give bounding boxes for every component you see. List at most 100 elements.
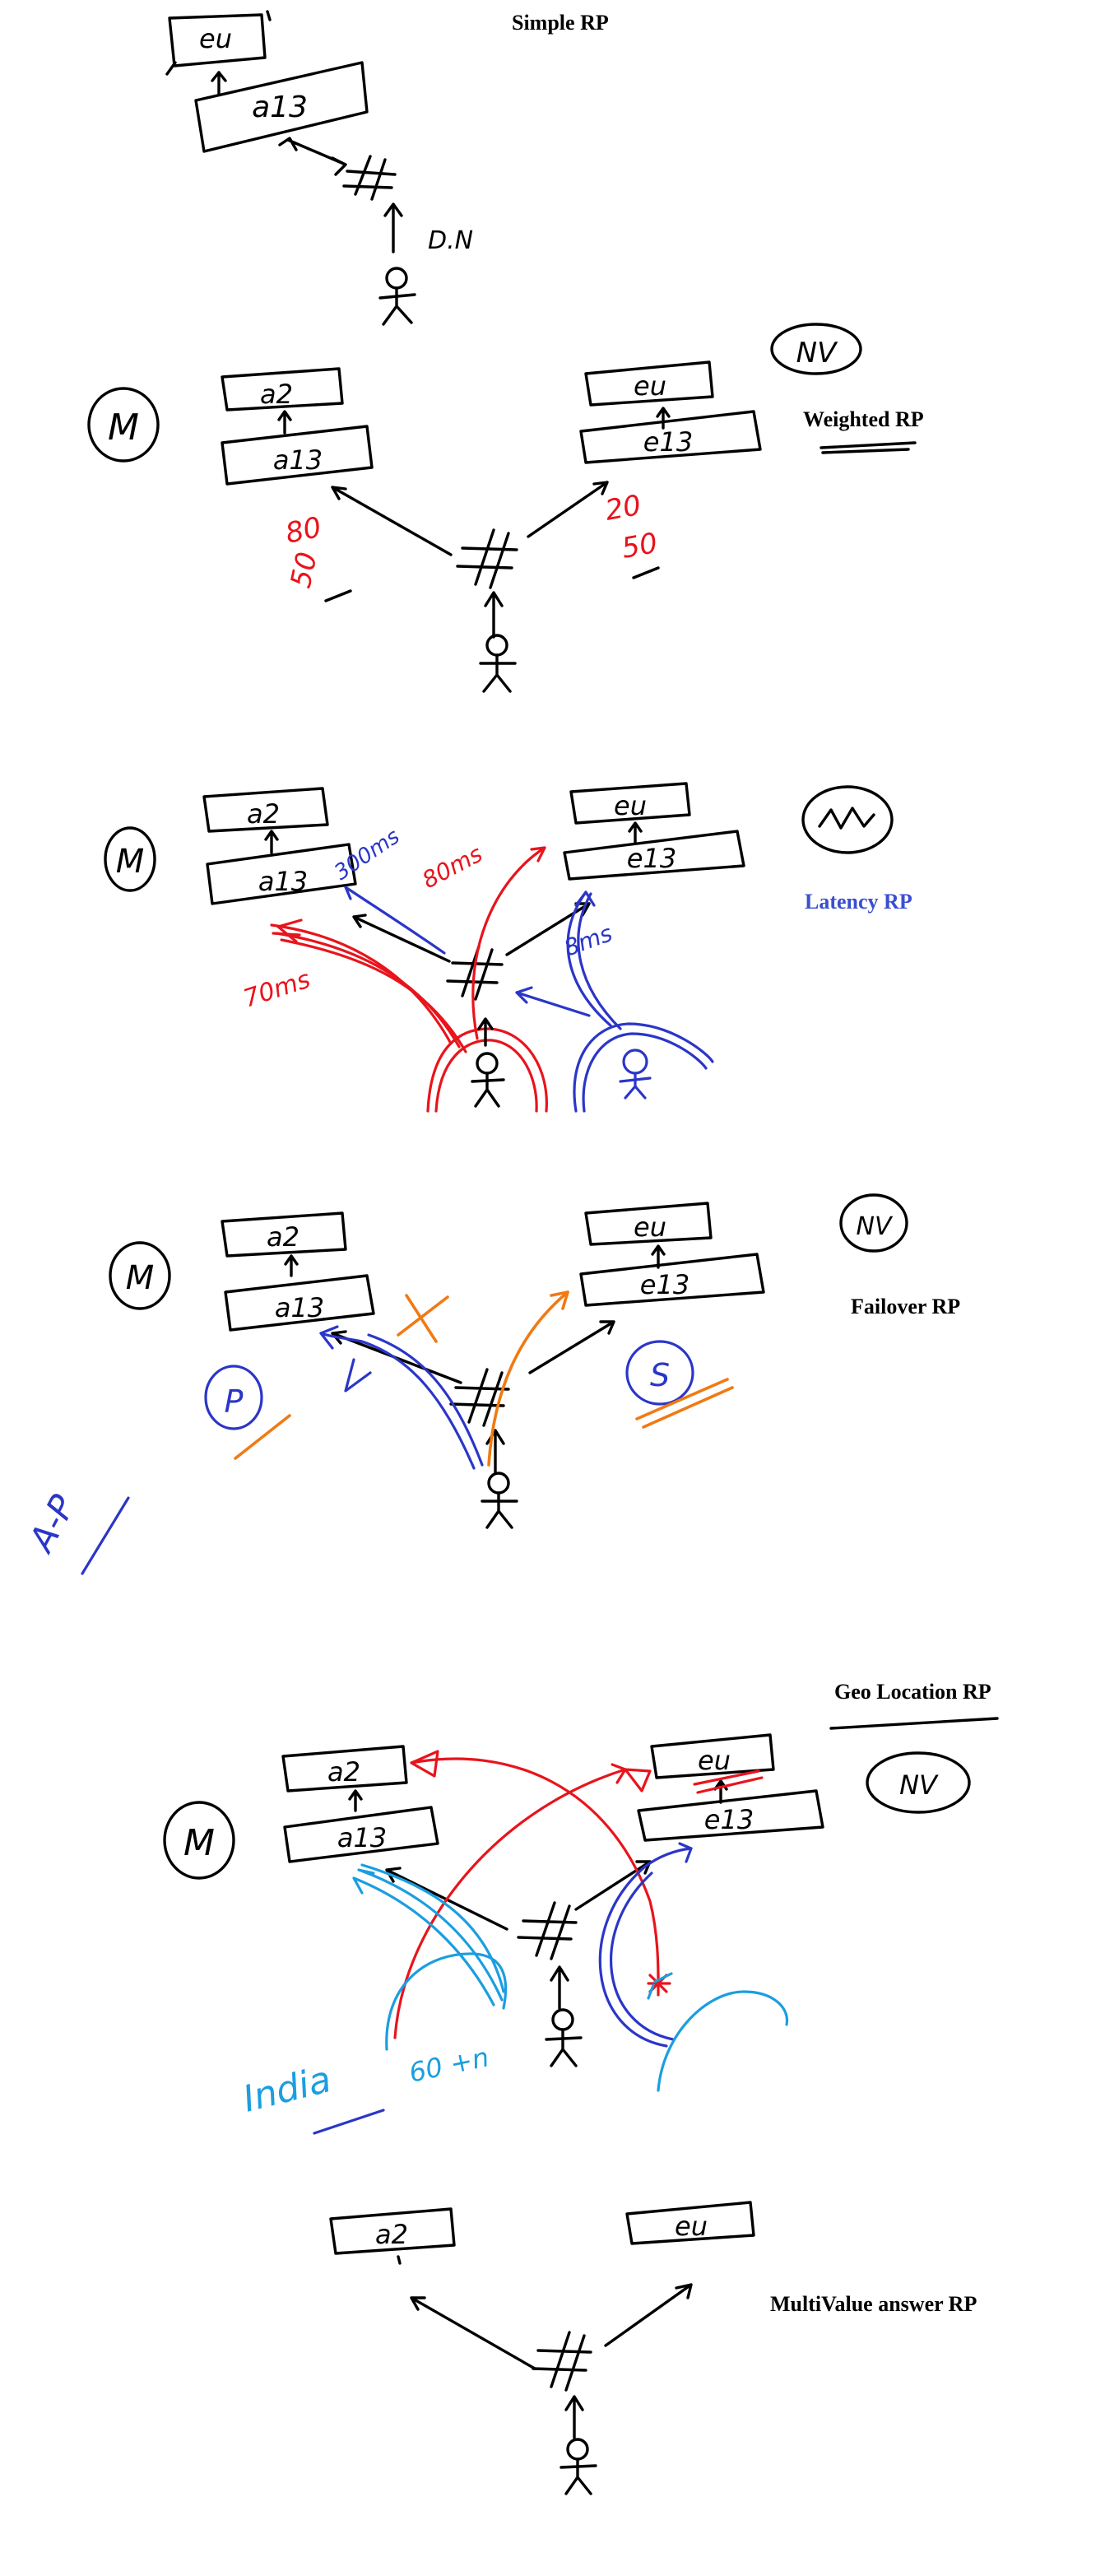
user-stick-figure: [479, 634, 517, 693]
latency-rp-title: Latency RP: [805, 890, 912, 914]
route-arrow-left: [352, 914, 451, 963]
failover-rp-title: Failover RP: [851, 1295, 960, 1318]
arrow-up: [348, 1789, 363, 1812]
arrow-up: [284, 1254, 299, 1277]
region-box-a13: a13: [221, 425, 374, 486]
weight-labels-left: 80 50: [283, 511, 352, 602]
region-box-eu: eu: [165, 13, 267, 76]
svg-text:a2: a2: [267, 1221, 299, 1253]
svg-text:e13: e13: [640, 1269, 690, 1300]
region-box-a2: a2: [221, 1211, 347, 1258]
region-box-a2: a2: [221, 367, 344, 412]
region-box-a2: a2: [281, 1745, 408, 1793]
latency-label-blue-a: 300ms: [330, 824, 404, 885]
dns-hash-symbol: [532, 2331, 592, 2392]
svg-text:a13: a13: [273, 444, 323, 476]
region-note: 60 +n: [406, 2041, 492, 2089]
secondary-route: S: [397, 1290, 734, 1467]
marker-nv-circle: NV: [866, 1751, 971, 1814]
region-box-eu: eu: [584, 1202, 713, 1246]
region-box-a13: a13: [194, 61, 369, 153]
marker-m-circle: M: [104, 826, 156, 892]
region-box-a13: a13: [224, 1274, 375, 1332]
svg-text:M: M: [183, 1822, 215, 1864]
region-box-eu: eu: [650, 1733, 775, 1779]
latency-label-red-b: 80ms: [418, 840, 487, 895]
region-box-eu: eu: [625, 2201, 755, 2245]
svg-text:M: M: [108, 407, 139, 449]
arrow-up: [713, 1779, 728, 1804]
marker-nv-circle: NV: [839, 1193, 908, 1253]
svg-text:eu: eu: [675, 2211, 708, 2242]
user-stick-figure: [545, 2008, 583, 2067]
route-arrow-left: [331, 486, 453, 556]
svg-text:eu: eu: [634, 370, 666, 402]
geo-location-rp-section: Geo Location RP M a2 a13 eu e13 NV: [163, 1680, 999, 2135]
region-label-india: India: [239, 2058, 335, 2121]
region-box-e13: e13: [637, 1789, 824, 1842]
primary-route: P: [204, 1325, 484, 1470]
svg-text:e13: e13: [704, 1804, 754, 1835]
arrow-up: [383, 202, 403, 253]
svg-text:NV: NV: [857, 1212, 894, 1241]
simple-rp-title: Simple RP: [512, 11, 609, 35]
region-box-e13: e13: [579, 1253, 765, 1307]
geo-red-routes: [393, 1750, 764, 2039]
geo-location-rp-title: Geo Location RP: [834, 1680, 991, 1704]
arrow-up: [485, 1429, 505, 1475]
simple-rp-section: Simple RP eu a13 D.N: [165, 10, 609, 326]
region-box-eu: eu: [584, 360, 714, 407]
dns-hash-symbol: [517, 1901, 578, 1960]
region-box-a13: a13: [206, 843, 357, 905]
geo-blue-route: [598, 1842, 693, 2048]
route-arrow-right: [527, 481, 609, 538]
svg-text:a13: a13: [258, 866, 308, 897]
svg-text:eu: eu: [698, 1745, 731, 1776]
marker-m-circle: M: [87, 387, 160, 463]
svg-text:NV: NV: [899, 1769, 939, 1801]
region-box-eu: eu: [569, 782, 691, 825]
svg-text:a13: a13: [252, 91, 308, 124]
tick-mark: [266, 10, 272, 21]
dn-note: D.N: [428, 226, 473, 255]
arrow-up: [211, 71, 227, 96]
user-stick-figure: [560, 2438, 597, 2495]
geo-cyan-regions: India 60 +n: [239, 1863, 789, 2135]
multivalue-rp-section: MultiValue answer RP a2 eu: [329, 2201, 977, 2495]
svg-text:eu: eu: [614, 790, 647, 821]
arrow-up: [550, 1965, 569, 2010]
region-box-a13: a13: [283, 1806, 439, 1863]
svg-text:a2: a2: [260, 379, 293, 410]
dns-hash-symbol: [456, 528, 518, 589]
route-arrow-left: [410, 2296, 536, 2370]
weighted-rp-section: Weighted RP M a2 a13 eu e13 NV: [87, 323, 924, 693]
svg-text:M: M: [116, 843, 145, 881]
latency-label-red-a: 70ms: [240, 965, 314, 1014]
svg-text:a13: a13: [275, 1292, 324, 1323]
weight-labels-right: 20 50: [603, 489, 660, 579]
marker-nv-circle: NV: [770, 323, 862, 375]
route-arrow-secondary: [528, 1320, 615, 1374]
latency-rp-section: Latency RP M a2 a13 eu e13: [104, 782, 912, 1113]
svg-text:eu: eu: [199, 23, 232, 54]
arrow-up: [264, 830, 279, 854]
svg-text:A-P: A-P: [20, 1488, 83, 1560]
route-arrow-right: [604, 2283, 693, 2347]
region-box-e13: e13: [563, 830, 745, 881]
arrow-up: [656, 407, 671, 430]
arrow-up: [628, 821, 643, 844]
dns-hash-symbol: [342, 155, 397, 201]
title-underline: [829, 1717, 999, 1730]
marker-m-circle: M: [109, 1241, 171, 1310]
dns-hash-symbol: [446, 945, 504, 1001]
svg-text:e13: e13: [627, 843, 676, 874]
svg-text:20: 20: [603, 489, 644, 528]
region-box-e13: e13: [579, 410, 762, 464]
user-stick-figure: [471, 1017, 505, 1108]
double-arrow: [278, 137, 347, 176]
latency-meter-circle: [801, 785, 894, 854]
marker-m-circle: M: [163, 1801, 235, 1880]
user-stick-figure: [378, 267, 416, 326]
svg-text:a13: a13: [337, 1822, 387, 1853]
